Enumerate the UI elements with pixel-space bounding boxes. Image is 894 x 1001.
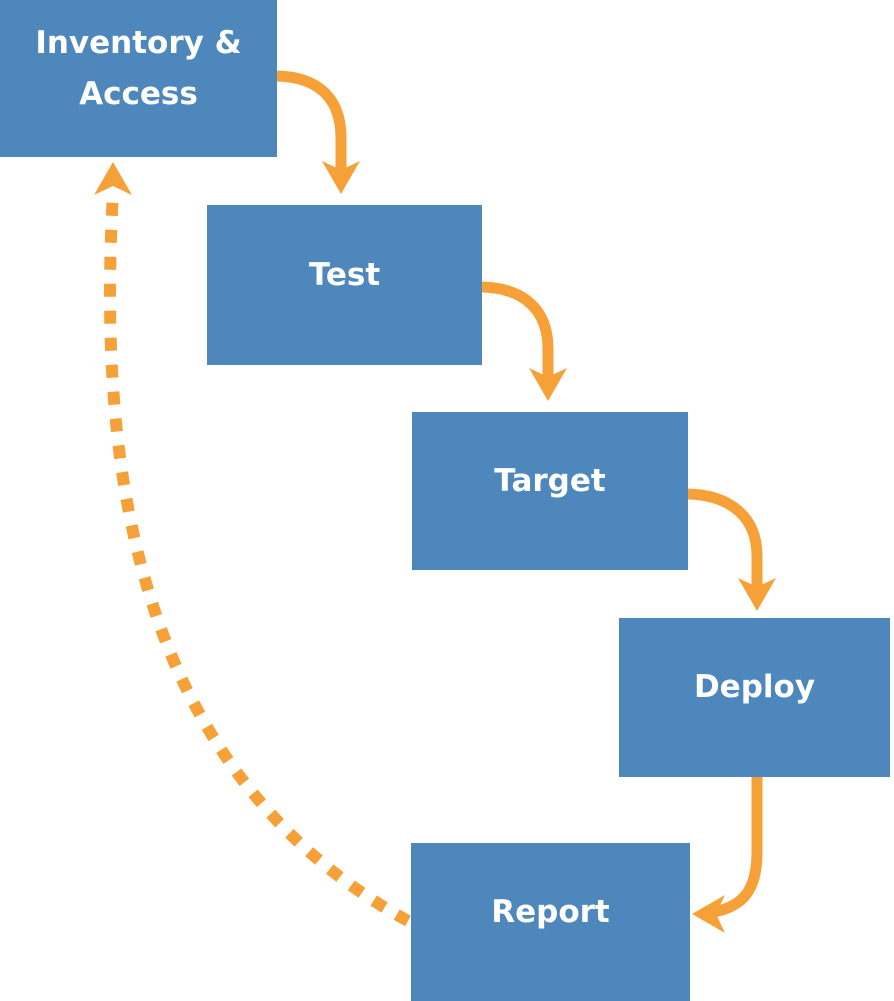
connector-line xyxy=(481,281,554,379)
arrowhead-down-icon xyxy=(322,161,360,194)
connector-line xyxy=(687,488,763,589)
node-label: Test xyxy=(308,256,381,293)
arrowhead-up-icon xyxy=(94,162,132,195)
connector-inventory-to-test xyxy=(276,70,360,194)
node-label: Deploy xyxy=(693,669,816,706)
node-report[interactable]: Report xyxy=(411,843,690,1001)
connector-target-to-deploy xyxy=(687,488,776,611)
connector-line xyxy=(276,70,347,172)
arrowhead-down-icon xyxy=(738,578,776,611)
node-deploy[interactable]: Deploy xyxy=(619,618,890,777)
node-label: Report xyxy=(491,893,610,930)
node-inventory-access[interactable]: Inventory & Access xyxy=(0,0,277,157)
node-target[interactable]: Target xyxy=(412,412,688,570)
arrowhead-left-icon xyxy=(692,895,725,933)
node-test[interactable]: Test xyxy=(207,205,482,365)
connector-test-to-target xyxy=(481,281,567,401)
connector-line xyxy=(712,777,763,918)
arrowhead-down-icon xyxy=(529,368,567,401)
connector-deploy-to-report xyxy=(692,777,763,933)
node-label: Inventory & Access xyxy=(35,25,242,112)
node-label: Target xyxy=(494,462,606,499)
